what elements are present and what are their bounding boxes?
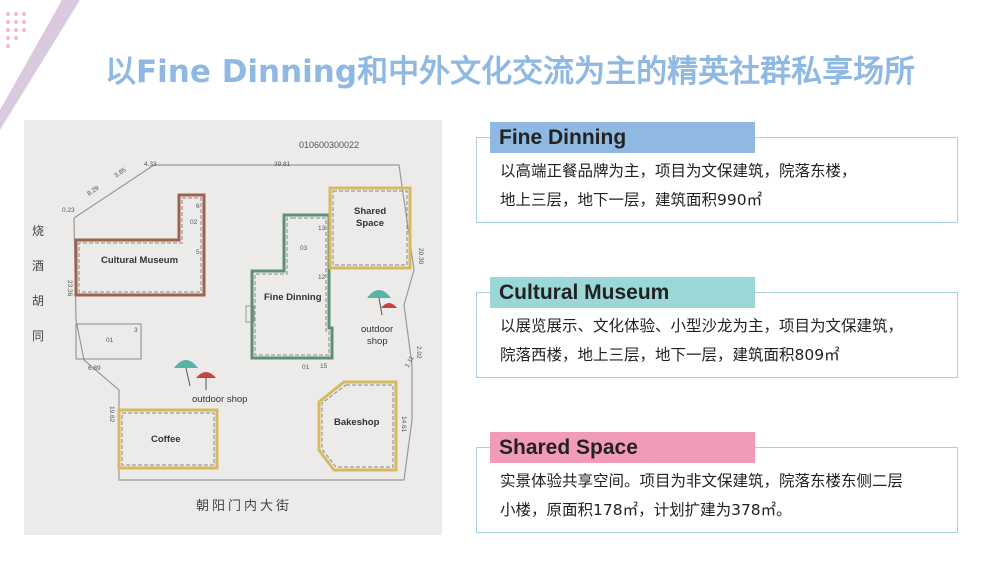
- dim-label: 19.62: [108, 406, 115, 423]
- plan-mark: 5: [196, 249, 200, 256]
- room-bakeshop: Bakeshop: [334, 417, 380, 428]
- card-text-line: 小楼，原面积178㎡，计划扩建为378㎡。: [500, 501, 792, 519]
- dim-label: 2.02: [415, 346, 422, 359]
- plan-mark: 13: [318, 225, 326, 232]
- card-text-line: 院落西楼，地上三层，地下一层，建筑面积809㎡: [500, 346, 840, 364]
- page-title: 以Fine Dinning和中外文化交流为主的精英社群私享场所: [105, 54, 916, 90]
- dim-label: 1.11: [404, 355, 416, 369]
- room-fine-dinning: Fine Dinning: [264, 292, 322, 303]
- site-plan-image: 010600300022 4.33 39.81 3.85 8.29 0.23 2…: [24, 120, 442, 535]
- card-text-line: 以高端正餐品牌为主，项目为文保建筑，院落东楼，: [500, 162, 857, 180]
- card-text-line: 以展览展示、文化体验、小型沙龙为主，项目为文保建筑，: [500, 317, 904, 335]
- side-street-label: 烧: [32, 224, 44, 238]
- dim-label: 8.29: [86, 184, 101, 197]
- plan-code: 010600300022: [299, 140, 359, 150]
- room-outdoor-shop: shop: [367, 336, 388, 347]
- dim-label: 6.89: [88, 365, 101, 372]
- umbrella-icon: [174, 360, 216, 390]
- side-street-label: 同: [32, 329, 44, 343]
- dim-label: 0.23: [62, 207, 75, 214]
- dim-label: 39.81: [274, 161, 291, 168]
- card-header-fine-dinning: Fine Dinning: [490, 122, 755, 153]
- plan-mark: 6: [196, 203, 200, 210]
- dim-label: 3.85: [113, 166, 128, 179]
- side-street-label: 酒: [32, 259, 44, 273]
- plan-mark: 12: [318, 274, 326, 281]
- plan-mark: 03: [300, 245, 308, 252]
- street-label: 朝阳门内大街: [196, 498, 292, 513]
- card-text-line: 地上三层，地下一层，建筑面积990㎡: [500, 191, 763, 209]
- dim-label: 14.61: [400, 416, 407, 433]
- plan-mark: 15: [320, 363, 328, 370]
- umbrella-icon: [367, 290, 397, 316]
- room-cultural-museum: Cultural Museum: [101, 255, 178, 266]
- plan-mark: 3: [134, 327, 138, 334]
- room-outdoor-shop: outdoor: [361, 324, 393, 335]
- room-coffee: Coffee: [151, 434, 181, 445]
- room-shared-space: Shared: [354, 206, 386, 217]
- card-text-line: 实景体验共享空间。项目为非文保建筑，院落东楼东侧二层: [500, 472, 904, 490]
- card-header-shared-space: Shared Space: [490, 432, 755, 463]
- room-outdoor-shop: outdoor shop: [192, 394, 247, 405]
- dim-label: 4.33: [144, 161, 157, 168]
- plan-mark: 01: [106, 337, 114, 344]
- plan-mark: 02: [190, 219, 198, 226]
- side-street-label: 胡: [32, 294, 44, 308]
- dim-label: 23.36: [66, 280, 73, 297]
- corner-decoration: [0, 0, 80, 130]
- dim-label: 20.30: [417, 248, 424, 265]
- room-shared-space: Space: [356, 218, 384, 229]
- plan-mark: 01: [302, 364, 310, 371]
- card-header-cultural-museum: Cultural Museum: [490, 277, 755, 308]
